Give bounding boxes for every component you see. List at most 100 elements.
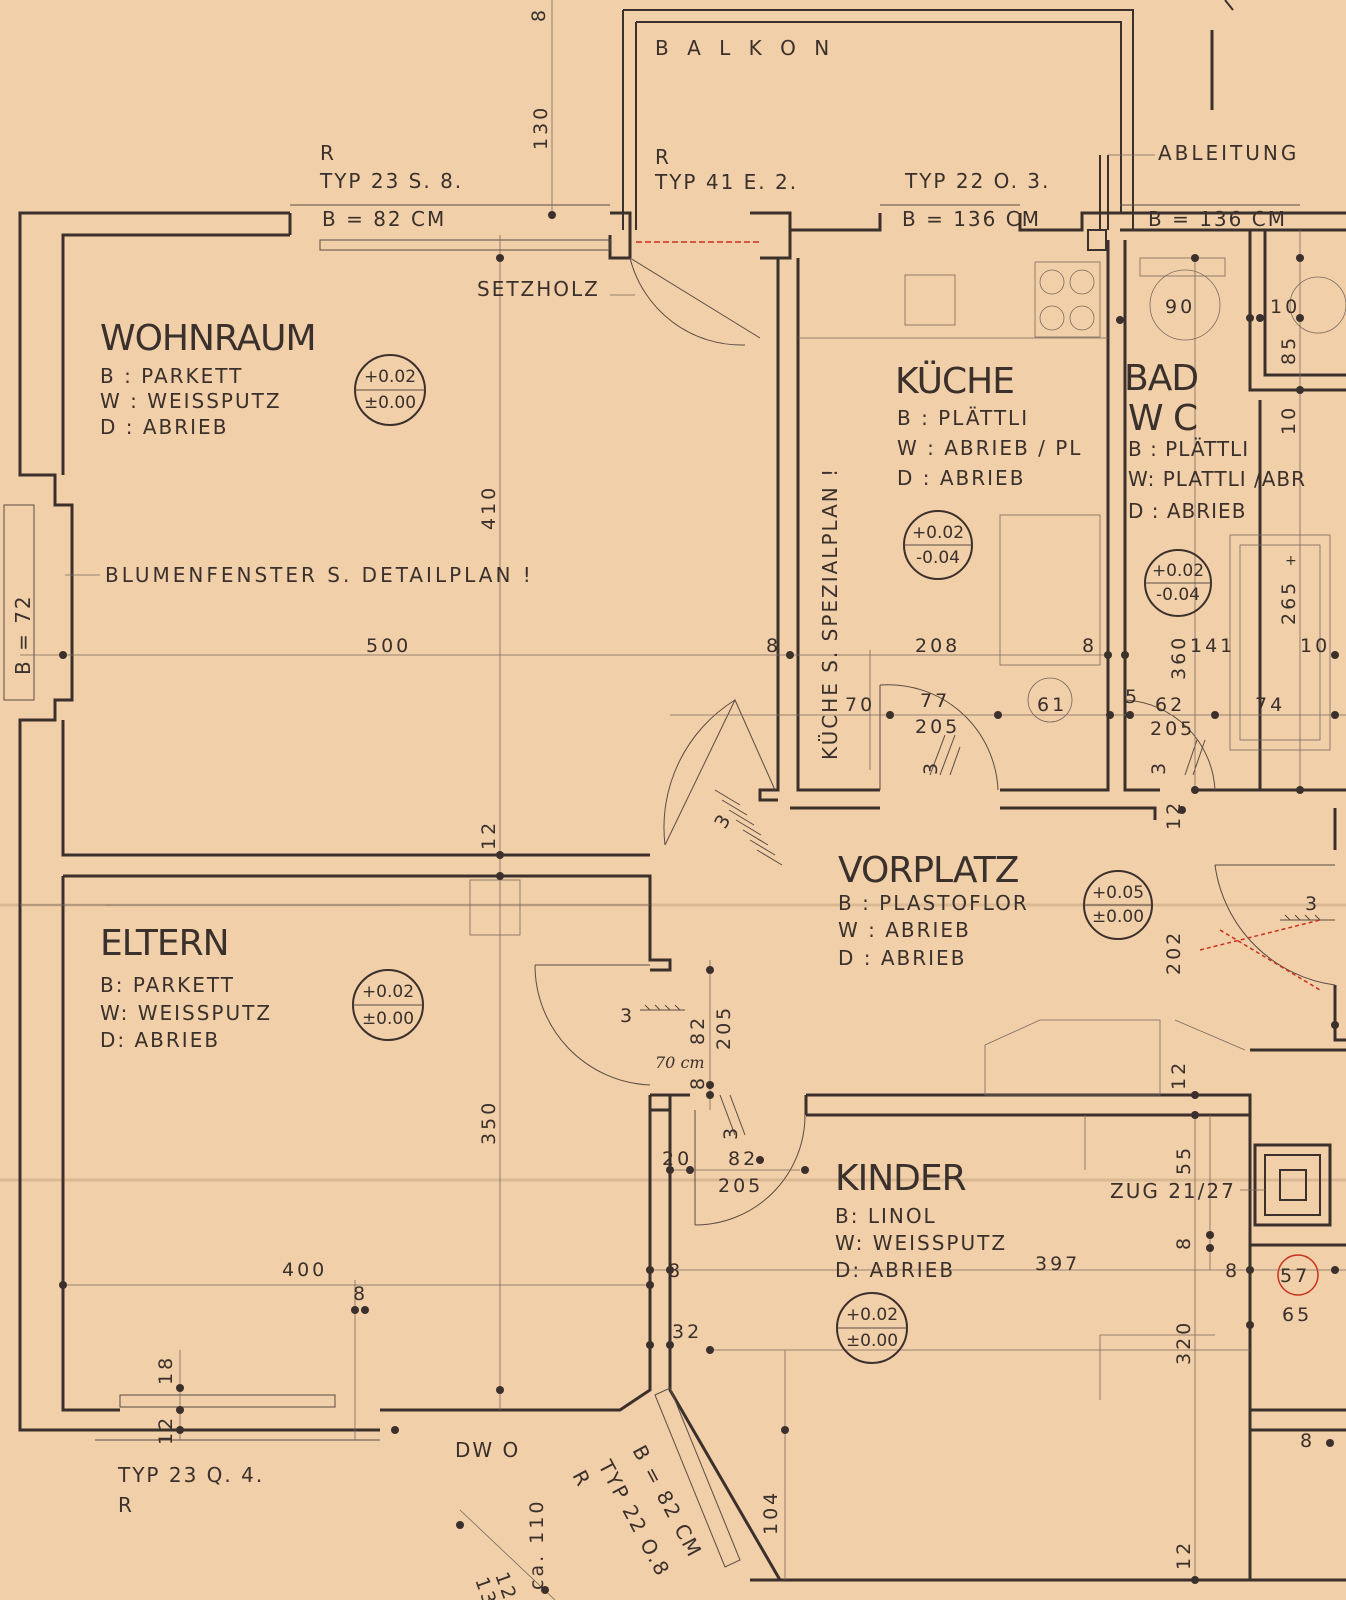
setzholz-label: SETZHOLZ [477,277,600,301]
dim-320: 320 [1173,1320,1195,1365]
dim-12: 12 [155,1415,177,1445]
dim-65: 65 [1282,1304,1312,1326]
room-wall: W : ABRIEB [838,918,971,942]
windows [3,204,1300,1568]
dim-400: 400 [282,1259,327,1281]
window-kinder-r: R [568,1466,597,1491]
window-wohn-r: R [320,141,336,165]
dimension-lines [20,0,1346,1600]
room-ceiling: D: ABRIEB [100,1028,220,1052]
window-balkon-r: R [655,145,671,169]
room-wall: W: PLATTLI /ABR [1128,467,1306,491]
level-bottom: ±0.00 [364,393,416,413]
dim-82: 82 [728,1148,758,1170]
dim-20: 20 [662,1148,692,1170]
window-eltern-r: R [118,1493,134,1517]
dim-plus-mark: + [1285,553,1297,569]
annotations: B A L K O N ABLEITUNG SETZHOLZ BLUMENFEN… [105,36,1299,1462]
dim-410: 410 [478,485,500,530]
room-kinder: KINDER B: LINOL W: WEISSPUTZ D: ABRIEB [835,1158,1005,1282]
room-floor: B : PLÄTTLI [897,406,1029,430]
dim-8: 8 [1173,1235,1195,1250]
kueche-spezialplan-label: KÜCHE S. SPEZIALPLAN ! [818,467,842,760]
dim-77: 77 [920,690,950,712]
dim-205: 205 [1150,718,1195,740]
dim-12: 12 [1173,1540,1195,1570]
dim-12: 12 [1168,1060,1190,1090]
window-kueche-width: B = 136 CM [902,207,1041,231]
room-ceiling: D : ABRIEB [100,415,228,439]
north-arrow-tip [1224,0,1234,11]
room-floor: B : PLÄTTLI [1128,437,1249,461]
dim-360: 360 [1168,635,1190,680]
dim-3: 3 [1305,893,1320,915]
dim-265: 265 [1278,580,1300,625]
room-floor: B: LINOL [835,1204,937,1228]
room-wohnraum: WOHNRAUM B : PARKETT W : WEISSPUTZ D : A… [100,318,317,439]
room-name: WOHNRAUM [100,318,316,359]
dim-205: 205 [718,1175,763,1197]
level-marker-kinder: +0.02 ±0.00 [836,1292,908,1364]
dimension-dots [59,211,1339,1594]
dim-10: 10 [1278,405,1300,435]
dim-61: 61 [1037,694,1067,716]
dim-141: 141 [1190,635,1235,657]
ableitung-label: ABLEITUNG [1158,141,1299,165]
level-top: +0.02 [912,523,964,543]
dim-55: 55 [1173,1145,1195,1175]
window-balkon-typ: TYP 41 E. 2. [654,170,798,194]
dim-205: 205 [915,716,960,738]
window-wohn-typ: TYP 23 S. 8. [319,169,463,193]
level-marker-vorplatz: +0.05 ±0.00 [1083,870,1153,940]
dim-12: 12 [1163,800,1185,830]
room-name: ELTERN [100,923,229,964]
dim-208: 208 [915,635,960,657]
room-vorplatz: VORPLATZ B : PLASTOFLOR W : ABRIEB D : A… [838,850,1029,970]
dim-3: 3 [720,1125,742,1140]
dim-3: 3 [1148,760,1170,775]
level-top: +0.02 [364,367,416,387]
window-kueche-typ: TYP 22 O. 3. [904,169,1050,193]
room-floor: B: PARKETT [100,973,235,997]
handwritten-note: 70 cm [655,1053,705,1072]
dim-3: 3 [920,760,942,775]
dim-32: 32 [672,1321,702,1343]
dim-8: 8 [668,1260,683,1282]
dim-57: 57 [1280,1265,1310,1287]
level-marker-kueche: +0.02 -0.04 [903,510,973,580]
room-name-2: W C [1128,398,1197,439]
window-bad-width: B = 136 CM [1148,207,1287,231]
room-eltern: ELTERN B: PARKETT W: WEISSPUTZ D: ABRIEB [100,923,270,1052]
dim-8: 8 [1082,635,1097,657]
window-eltern-typ: TYP 23 Q. 4. [117,1463,264,1487]
room-name: KÜCHE [895,360,1014,402]
doors [534,257,1336,1226]
dim-350: 350 [478,1100,500,1145]
level-marker-wohnraum: +0.02 ±0.00 [354,354,426,426]
level-marker-eltern: +0.02 ±0.00 [352,969,424,1041]
room-ceiling: D: ABRIEB [835,1258,955,1282]
dim-10: 10 [1300,635,1330,657]
dwo-label: DW O [455,1438,520,1462]
dim-74: 74 [1255,694,1285,716]
room-wall: W : WEISSPUTZ [100,389,282,413]
level-top: +0.02 [1152,561,1204,581]
dim-500: 500 [366,635,411,657]
level-top: +0.02 [362,982,414,1002]
level-bottom: ±0.00 [1092,907,1144,927]
room-ceiling: D : ABRIEB [897,466,1025,490]
dim-8: 8 [687,1075,709,1090]
room-kueche: KÜCHE B : PLÄTTLI W : ABRIEB / PL D : AB… [895,360,1082,490]
dim-ca110: ca. 110 [526,1499,548,1590]
level-top: +0.02 [846,1305,898,1325]
dim-202: 202 [1163,930,1185,975]
room-floor: B : PLASTOFLOR [838,891,1029,915]
room-wall: W : ABRIEB / PL [897,436,1082,460]
dim-82: 82 [687,1015,709,1045]
dim-10: 10 [1270,296,1300,318]
dim-70: 70 [845,694,875,716]
dim-205: 205 [713,1005,735,1050]
dim-3: 3 [620,1005,635,1027]
room-ceiling: D : ABRIEB [1128,499,1246,523]
